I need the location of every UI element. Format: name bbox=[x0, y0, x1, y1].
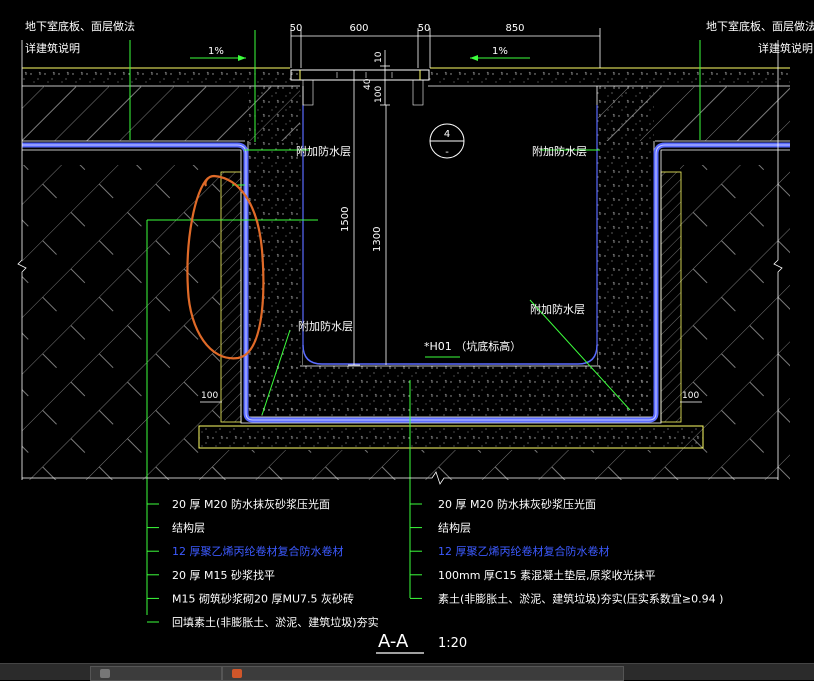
legend-item: 结构层 bbox=[438, 521, 471, 535]
section-scale: 1:20 bbox=[438, 636, 467, 651]
slope-arrow-left bbox=[190, 55, 246, 61]
concrete-base-pad bbox=[198, 425, 704, 449]
dimension-lines bbox=[200, 28, 702, 403]
brick-protective-wall-right bbox=[660, 171, 682, 423]
dim-top-850: 850 bbox=[505, 23, 524, 34]
waterproof-label-2: 附加防水层 bbox=[532, 144, 587, 158]
document-icon[interactable] bbox=[232, 669, 242, 678]
legend-item: 12 厚聚乙烯丙纶卷材复合防水卷材 bbox=[438, 544, 610, 558]
top-screed-layer bbox=[22, 67, 790, 87]
dim-100-left: 100 bbox=[201, 391, 218, 401]
dim-top-600: 600 bbox=[349, 23, 368, 34]
cad-drawing-canvas[interactable]: 4 - 地下室底板、面层做法 详建筑说明 地下室底板、面层做法 详建筑说明 1%… bbox=[0, 0, 814, 663]
note-left-line1: 地下室底板、面层做法 bbox=[25, 19, 135, 33]
legend-item: 素土(非膨胀土、淤泥、建筑垃圾)夯实(压实系数宜≥0.94 ) bbox=[438, 591, 723, 605]
waterproof-label-1: 附加防水层 bbox=[296, 144, 351, 158]
slope-arrow-right bbox=[470, 55, 530, 61]
hand-drawn-markup bbox=[186, 174, 265, 360]
legend-item: 回填素土(非膨胀土、淤泥、建筑垃圾)夯实 bbox=[172, 615, 379, 629]
legend-item: 12 厚聚乙烯丙纶卷材复合防水卷材 bbox=[172, 544, 344, 558]
pit-interior bbox=[300, 105, 600, 367]
note-right-line2: 详建筑说明 bbox=[758, 41, 813, 55]
waterproof-label-4: 附加防水层 bbox=[530, 302, 585, 316]
note-right-line1: 地下室底板、面层做法 bbox=[706, 19, 814, 33]
dim-v-10: 10 bbox=[374, 51, 384, 63]
circle-bottom-text: - bbox=[445, 147, 449, 158]
legend-item: 20 厚 M20 防水抹灰砂浆压光面 bbox=[172, 497, 330, 511]
leader-lines bbox=[129, 30, 701, 615]
circle-top-text: 4 bbox=[444, 129, 450, 140]
legend-item: M15 砌筑砂浆砌20 厚MU7.5 灰砂砖 bbox=[172, 591, 354, 605]
waterproof-membrane bbox=[22, 142, 790, 424]
waterproof-label-3: 附加防水层 bbox=[298, 319, 353, 333]
legend-item: 100mm 厚C15 素混凝土垫层,原浆收光抹平 bbox=[438, 568, 656, 582]
app-icon[interactable] bbox=[100, 669, 110, 678]
grating-cover[interactable] bbox=[290, 69, 430, 106]
slope-right-label: 1% bbox=[492, 46, 508, 57]
drawing-text: 地下室底板、面层做法 详建筑说明 地下室底板、面层做法 详建筑说明 1% 1% … bbox=[25, 19, 814, 654]
detail-reference-circle[interactable]: 4 - bbox=[429, 123, 465, 159]
backfill-soil bbox=[22, 165, 790, 480]
slope-left-label: 1% bbox=[208, 46, 224, 57]
legend-item: 20 厚 M20 防水抹灰砂浆压光面 bbox=[438, 497, 596, 511]
legend-item: 结构层 bbox=[172, 521, 205, 535]
dim-v-40: 40 bbox=[363, 78, 373, 90]
break-marks bbox=[17, 40, 783, 485]
dim-top-50-right: 50 bbox=[418, 23, 431, 34]
dim-100-right: 100 bbox=[682, 391, 699, 401]
dim-v-100: 100 bbox=[374, 86, 384, 103]
section-title: A-A bbox=[378, 631, 409, 652]
taskbar bbox=[0, 663, 814, 681]
pit-bottom-elevation: *H01 （坑底标高） bbox=[424, 339, 521, 353]
brick-protective-wall-left bbox=[220, 171, 242, 423]
legend-item: 20 厚 M15 砂浆找平 bbox=[172, 568, 275, 582]
note-left-line2: 详建筑说明 bbox=[25, 41, 80, 55]
dim-1300: 1300 bbox=[372, 227, 383, 252]
dim-1500: 1500 bbox=[340, 207, 351, 232]
dim-top-50-left: 50 bbox=[290, 23, 303, 34]
